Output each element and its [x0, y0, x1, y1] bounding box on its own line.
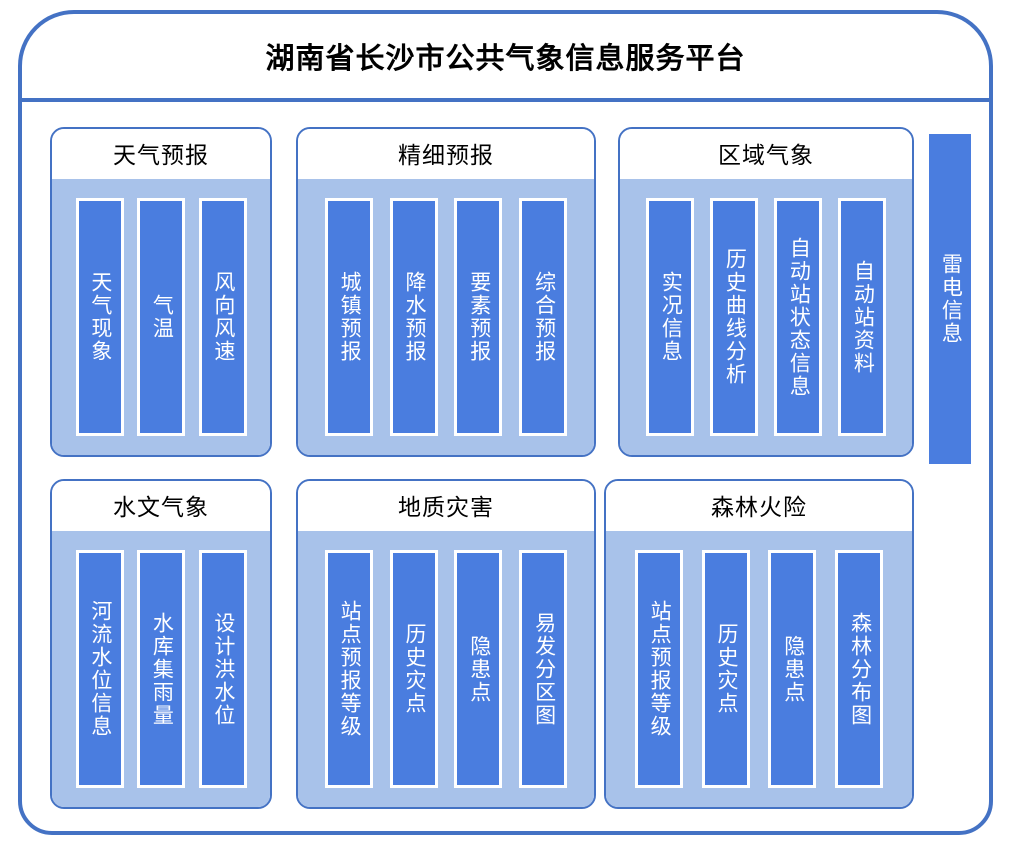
group-regional-meteorology[interactable]: 区域气象 实况信息 历史曲线分析 自动站状态信息 自动站资料: [618, 127, 914, 457]
item-bar[interactable]: 要素预报: [454, 198, 503, 436]
item-label: 城镇预报: [338, 271, 362, 363]
group-weather-forecast[interactable]: 天气预报 天气现象 气温 风向风速: [50, 127, 272, 457]
item-bar[interactable]: 站点预报等级: [634, 550, 683, 788]
group-header: 地质灾害: [298, 481, 594, 529]
group-header: 水文气象: [52, 481, 270, 529]
content-area: 天气预报 天气现象 气温 风向风速 精细预报 城镇预报: [22, 102, 989, 835]
item-label: 隐患点: [781, 634, 805, 704]
group-title: 区域气象: [718, 142, 814, 168]
item-bar[interactable]: 森林分布图: [835, 550, 884, 788]
group-body: 站点预报等级 历史灾点 隐患点 易发分区图: [298, 529, 594, 807]
item-label: 气温: [150, 294, 174, 340]
item-label: 站点预报等级: [648, 600, 672, 738]
item-bar[interactable]: 隐患点: [768, 550, 817, 788]
group-title: 地质灾害: [398, 494, 494, 520]
item-bar[interactable]: 设计洪水位: [198, 550, 247, 788]
item-label: 隐患点: [467, 634, 491, 704]
item-bar[interactable]: 历史灾点: [389, 550, 438, 788]
item-label: 自动站状态信息: [787, 236, 811, 398]
item-label: 河流水位信息: [88, 600, 112, 738]
platform-frame: 湖南省长沙市公共气象信息服务平台 天气预报 天气现象 气温 风向风速 精: [18, 10, 993, 835]
item-label: 雷电信息: [939, 253, 963, 345]
group-title: 水文气象: [113, 494, 209, 520]
item-label: 森林分布图: [848, 611, 872, 727]
item-bar[interactable]: 城镇预报: [324, 198, 373, 436]
item-bar[interactable]: 实况信息: [646, 198, 694, 436]
group-hydro-meteorology[interactable]: 水文气象 河流水位信息 水库集雨量 设计洪水位: [50, 479, 272, 809]
item-label: 站点预报等级: [338, 600, 362, 738]
item-label: 水库集雨量: [150, 611, 174, 727]
item-bar[interactable]: 降水预报: [389, 198, 438, 436]
item-label: 风向风速: [211, 271, 235, 363]
item-label: 要素预报: [467, 271, 491, 363]
group-title: 森林火险: [711, 494, 807, 520]
item-label: 综合预报: [532, 271, 556, 363]
item-bar[interactable]: 站点预报等级: [324, 550, 373, 788]
item-bar[interactable]: 水库集雨量: [137, 550, 185, 788]
item-bar[interactable]: 气温: [137, 198, 185, 436]
group-header: 区域气象: [620, 129, 912, 177]
item-bar-lightning-info[interactable]: 雷电信息: [929, 134, 971, 464]
item-label: 实况信息: [659, 271, 683, 363]
group-header: 精细预报: [298, 129, 594, 177]
group-geological-disaster[interactable]: 地质灾害 站点预报等级 历史灾点 隐患点 易发分区图: [296, 479, 596, 809]
group-fine-forecast[interactable]: 精细预报 城镇预报 降水预报 要素预报 综合预报: [296, 127, 596, 457]
item-bar[interactable]: 天气现象: [75, 198, 124, 436]
platform-title-bar: 湖南省长沙市公共气象信息服务平台: [22, 14, 989, 102]
group-body: 河流水位信息 水库集雨量 设计洪水位: [52, 529, 270, 807]
item-label: 历史灾点: [714, 623, 738, 715]
item-bar[interactable]: 综合预报: [519, 198, 568, 436]
item-bar[interactable]: 河流水位信息: [75, 550, 124, 788]
group-title: 天气预报: [113, 142, 209, 168]
item-bar[interactable]: 历史曲线分析: [710, 198, 758, 436]
group-header: 天气预报: [52, 129, 270, 177]
item-label: 设计洪水位: [211, 611, 235, 727]
group-body: 天气现象 气温 风向风速: [52, 177, 270, 455]
item-label: 自动站资料: [851, 259, 875, 375]
group-title: 精细预报: [398, 142, 494, 168]
item-bar[interactable]: 隐患点: [454, 550, 503, 788]
item-bar[interactable]: 易发分区图: [519, 550, 568, 788]
group-forest-fire-risk[interactable]: 森林火险 站点预报等级 历史灾点 隐患点 森林分布图: [604, 479, 914, 809]
item-label: 天气现象: [88, 271, 112, 363]
page-title: 湖南省长沙市公共气象信息服务平台: [265, 43, 746, 75]
item-bar[interactable]: 历史灾点: [701, 550, 750, 788]
item-label: 历史曲线分析: [723, 248, 747, 386]
group-body: 实况信息 历史曲线分析 自动站状态信息 自动站资料: [620, 177, 912, 455]
group-header: 森林火险: [606, 481, 912, 529]
item-bar[interactable]: 风向风速: [198, 198, 247, 436]
group-body: 城镇预报 降水预报 要素预报 综合预报: [298, 177, 594, 455]
group-body: 站点预报等级 历史灾点 隐患点 森林分布图: [606, 529, 912, 807]
item-label: 降水预报: [402, 271, 426, 363]
item-bar[interactable]: 自动站状态信息: [774, 198, 822, 436]
item-label: 易发分区图: [532, 611, 556, 727]
item-bar[interactable]: 自动站资料: [838, 198, 886, 436]
item-label: 历史灾点: [402, 623, 426, 715]
